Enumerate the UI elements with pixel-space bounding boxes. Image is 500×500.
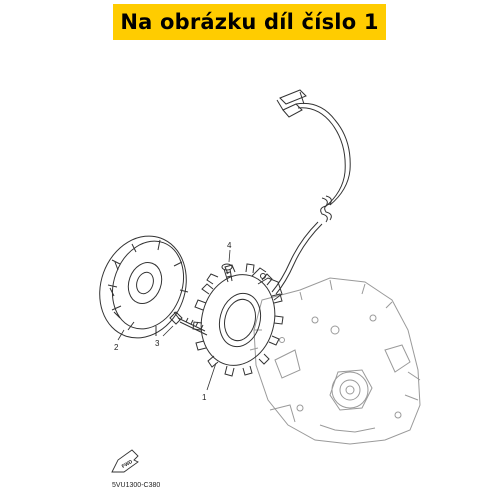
stator-coil <box>192 263 284 377</box>
callout-1: 1 <box>202 393 207 402</box>
callout-2: 2 <box>114 343 119 352</box>
leader-lines <box>117 249 231 391</box>
forward-arrow-icon: FWD <box>111 449 139 473</box>
wire-harness <box>271 89 351 295</box>
screw-part-4 <box>221 263 233 283</box>
forward-label: FWD <box>121 459 134 470</box>
page-title: Na obrázku díl číslo 1 <box>120 10 379 34</box>
callout-3: 3 <box>155 339 160 348</box>
diagram-code: 5VU1300-C380 <box>112 482 160 489</box>
engine-crankcase <box>249 277 421 445</box>
title-banner: Na obrázku díl číslo 1 <box>113 4 386 40</box>
rotor-flywheel <box>99 235 189 339</box>
callout-4: 4 <box>227 241 232 250</box>
